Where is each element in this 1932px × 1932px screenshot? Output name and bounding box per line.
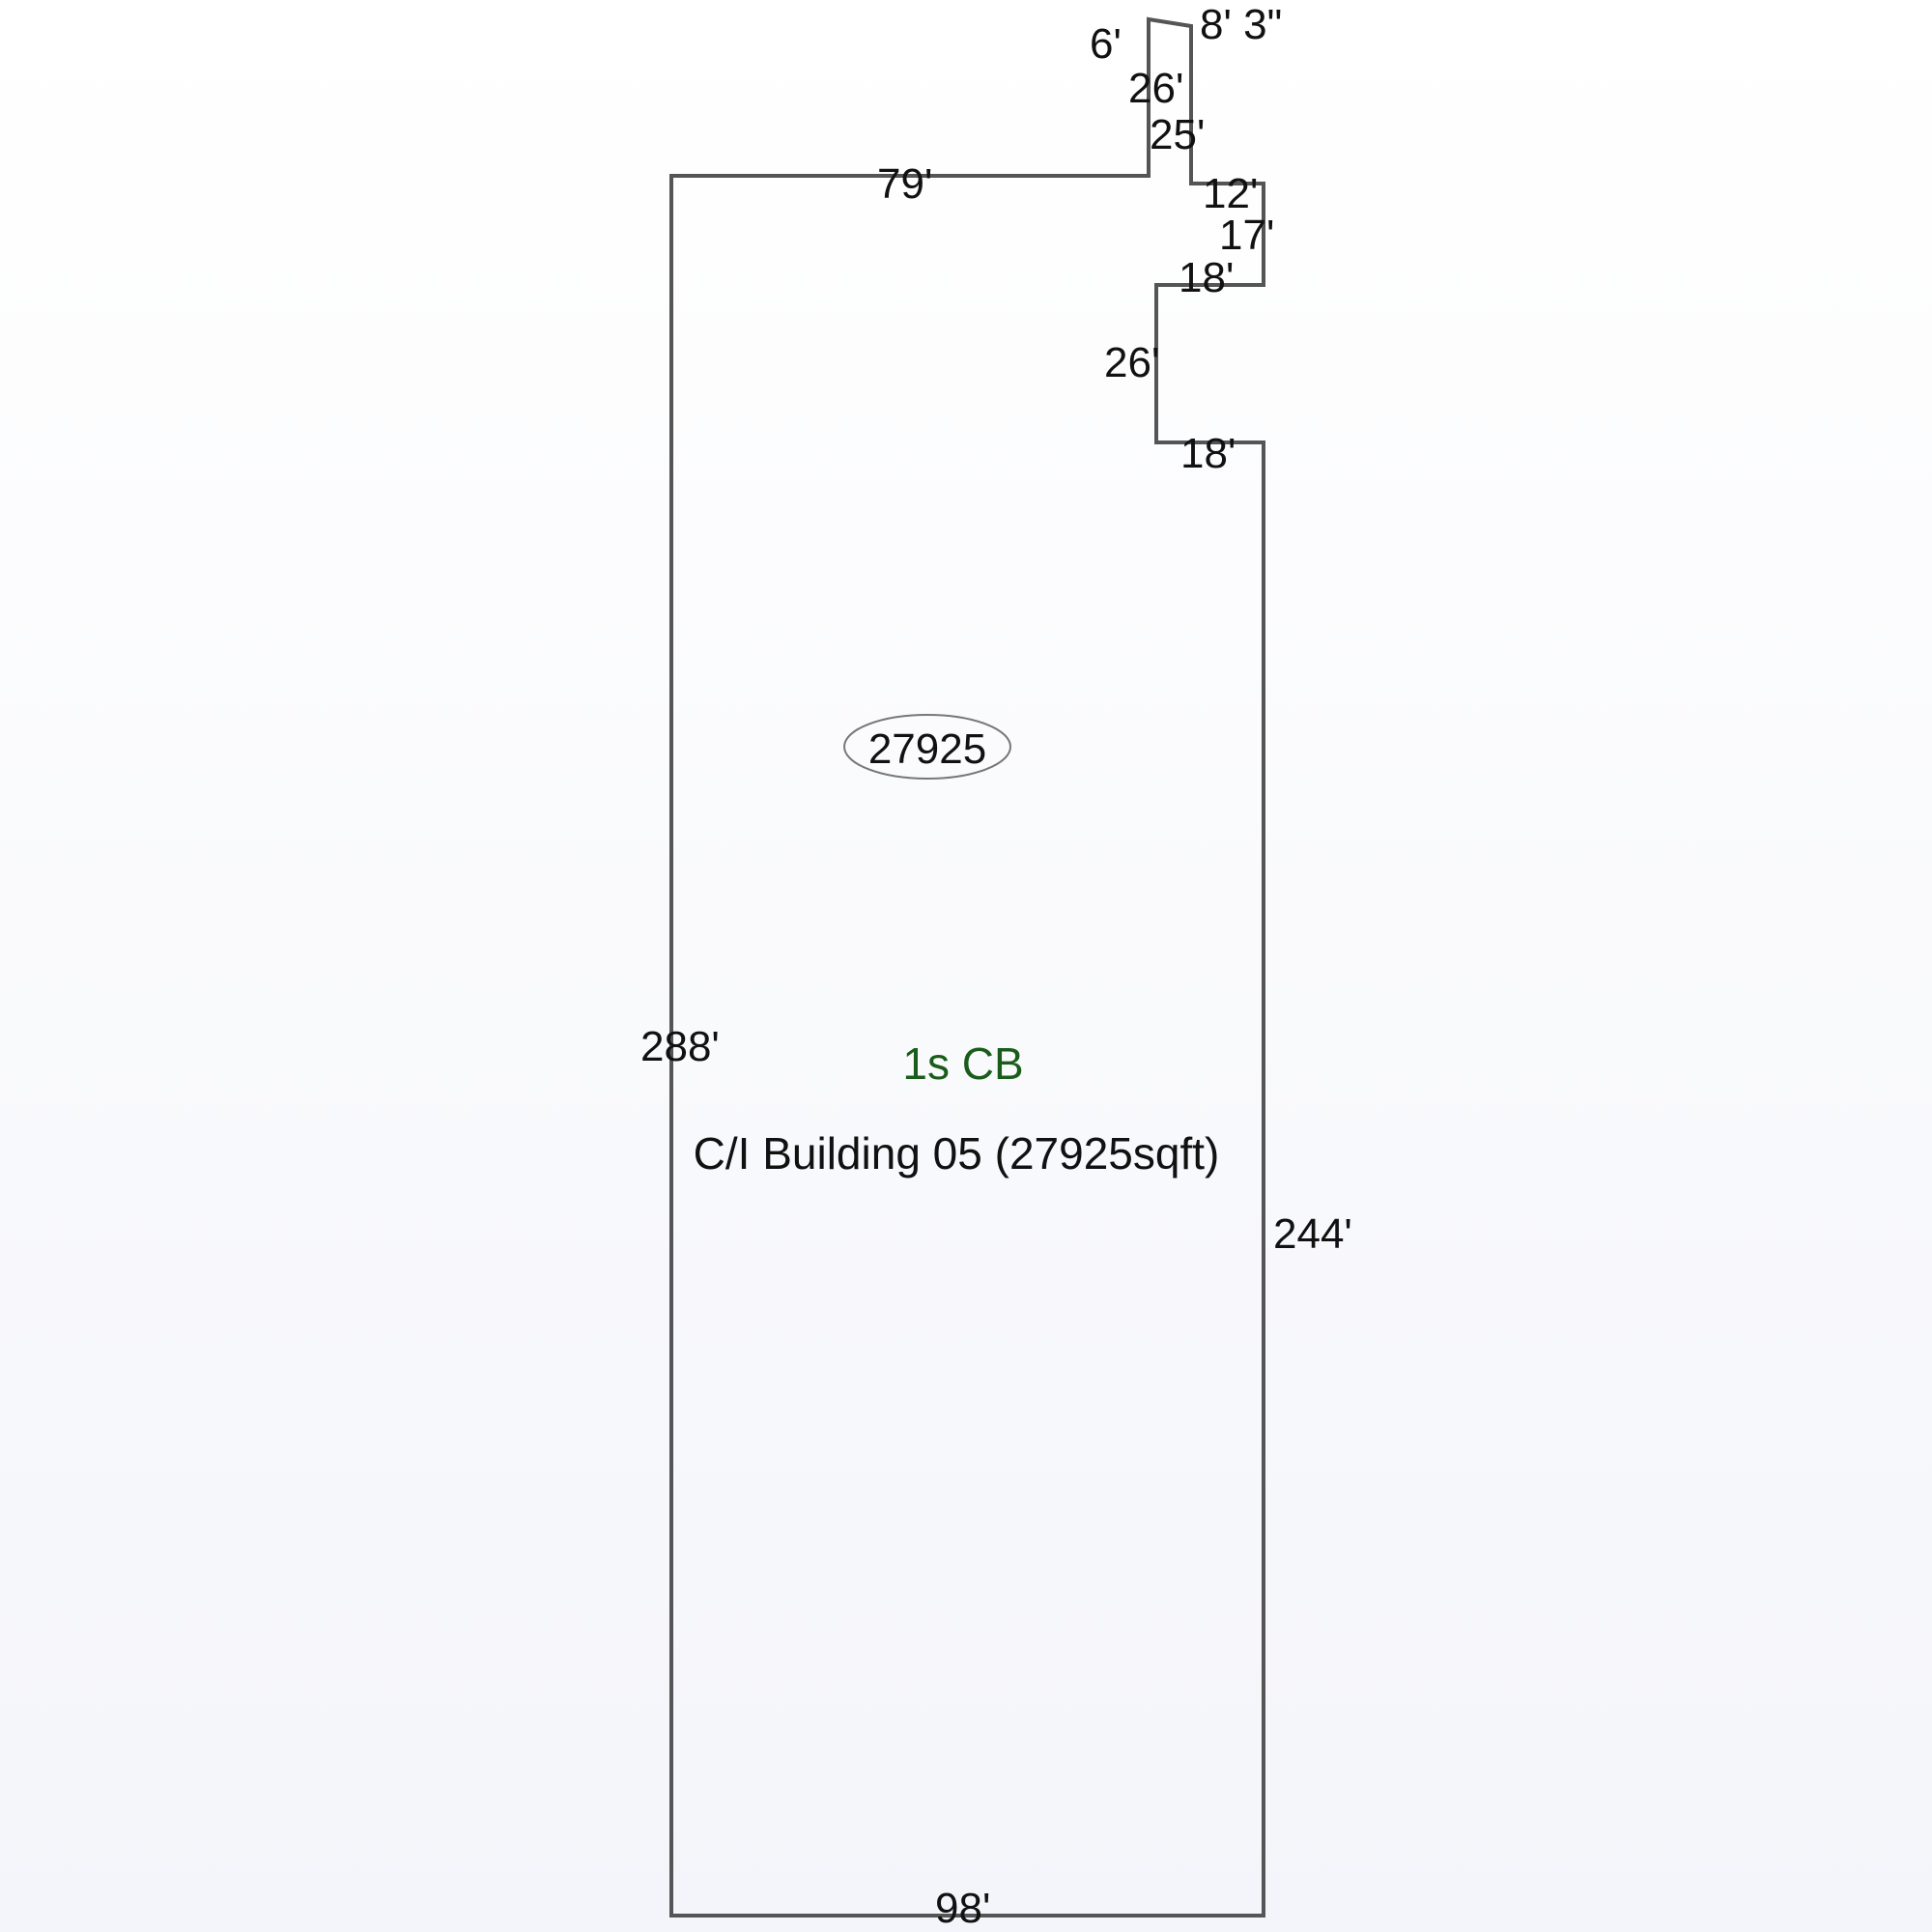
dim-right: 244' [1273,1210,1352,1258]
dim-notch-right: 25' [1150,111,1205,158]
dim-step-bottom-b: 18' [1180,430,1236,477]
dim-step-right: 17' [1219,212,1274,259]
dim-top-notch-b: 6' [1090,20,1122,68]
area-badge: 27925 [868,725,986,773]
code-label: 1s CB [902,1038,1023,1089]
dim-bottom: 98' [935,1885,990,1932]
dim-top-notch-a: 8' 3" [1200,1,1282,48]
building-description: C/I Building 05 (27925sqft) [694,1128,1220,1179]
building-outline [669,16,1265,1918]
dim-top: 79' [877,160,932,208]
dim-step-bottom-a: 18' [1179,254,1234,301]
dim-left: 288' [640,1023,720,1070]
dim-notch-left: 26' [1128,65,1183,112]
area-badge-ellipse [843,714,1011,780]
dim-recess: 26' [1104,339,1159,386]
dim-step-top: 12' [1203,170,1258,217]
